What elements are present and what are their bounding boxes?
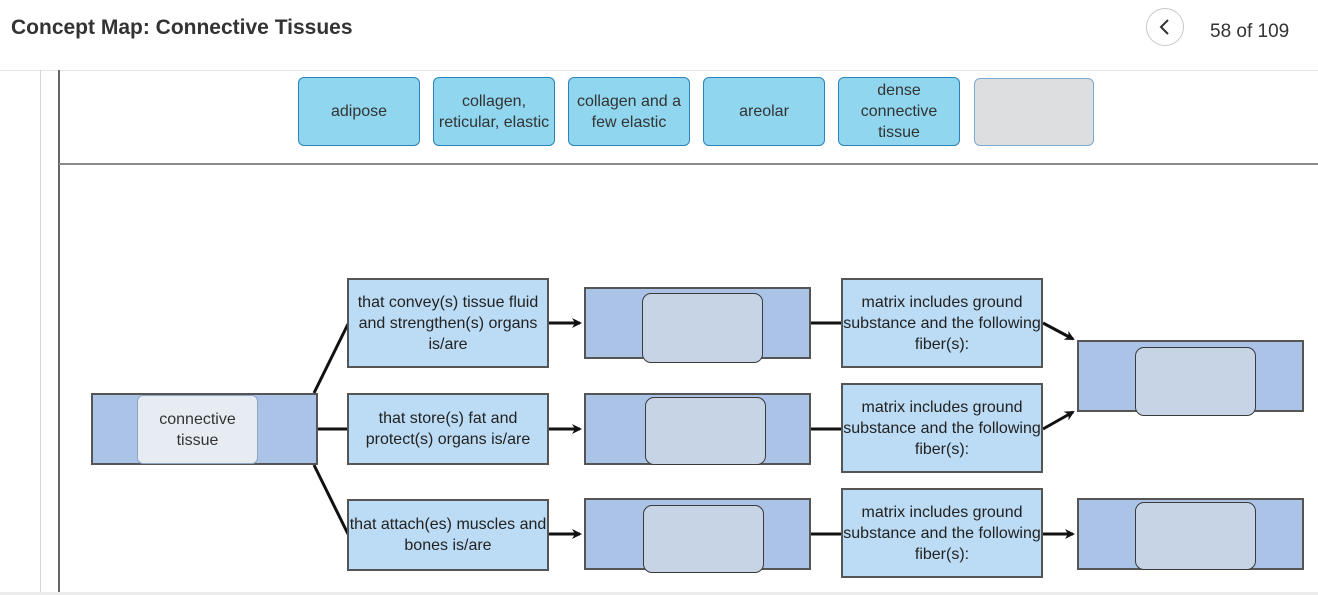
term-tile-empty[interactable] <box>974 78 1094 146</box>
term-bank-divider <box>59 163 1318 165</box>
term-tile-adipose[interactable]: adipose <box>298 77 420 146</box>
term-tile-dense-connective-tissue[interactable]: dense connective tissue <box>838 77 960 146</box>
link-matrix-2: matrix includes ground substance and the… <box>841 383 1043 473</box>
drop-target-fiber-1[interactable] <box>1135 347 1256 416</box>
page-title: Concept Map: Connective Tissues <box>11 16 353 39</box>
drop-target-fiber-2[interactable] <box>1135 502 1256 570</box>
bottom-rule <box>0 592 1318 595</box>
drop-target-tissue-3[interactable] <box>643 505 764 573</box>
header-bar: Concept Map: Connective Tissues 58 of 10… <box>0 0 1318 71</box>
link-store-fat: that store(s) fat and protect(s) organs … <box>347 393 549 465</box>
term-tile-areolar[interactable]: areolar <box>703 77 825 146</box>
page-counter: 58 of 109 <box>1210 21 1290 42</box>
activity-panel <box>58 70 1318 595</box>
drop-target-tissue-2[interactable] <box>645 397 766 465</box>
back-button[interactable] <box>1146 8 1184 46</box>
link-attach-muscles: that attach(es) muscles and bones is/are <box>347 499 549 571</box>
term-tile-collagen-reticular-elastic[interactable]: collagen, reticular, elastic <box>433 77 555 146</box>
link-matrix-1: matrix includes ground substance and the… <box>841 278 1043 368</box>
drop-target-tissue-1[interactable] <box>642 293 763 363</box>
chevron-left-icon <box>1159 19 1169 35</box>
link-convey-fluid: that convey(s) tissue fluid and strength… <box>347 278 549 368</box>
term-tile-collagen-few-elastic[interactable]: collagen and a few elastic <box>568 77 690 146</box>
root-node-connective-tissue[interactable]: connective tissue <box>137 395 258 464</box>
left-margin-rule <box>40 70 41 595</box>
link-matrix-3: matrix includes ground substance and the… <box>841 488 1043 578</box>
